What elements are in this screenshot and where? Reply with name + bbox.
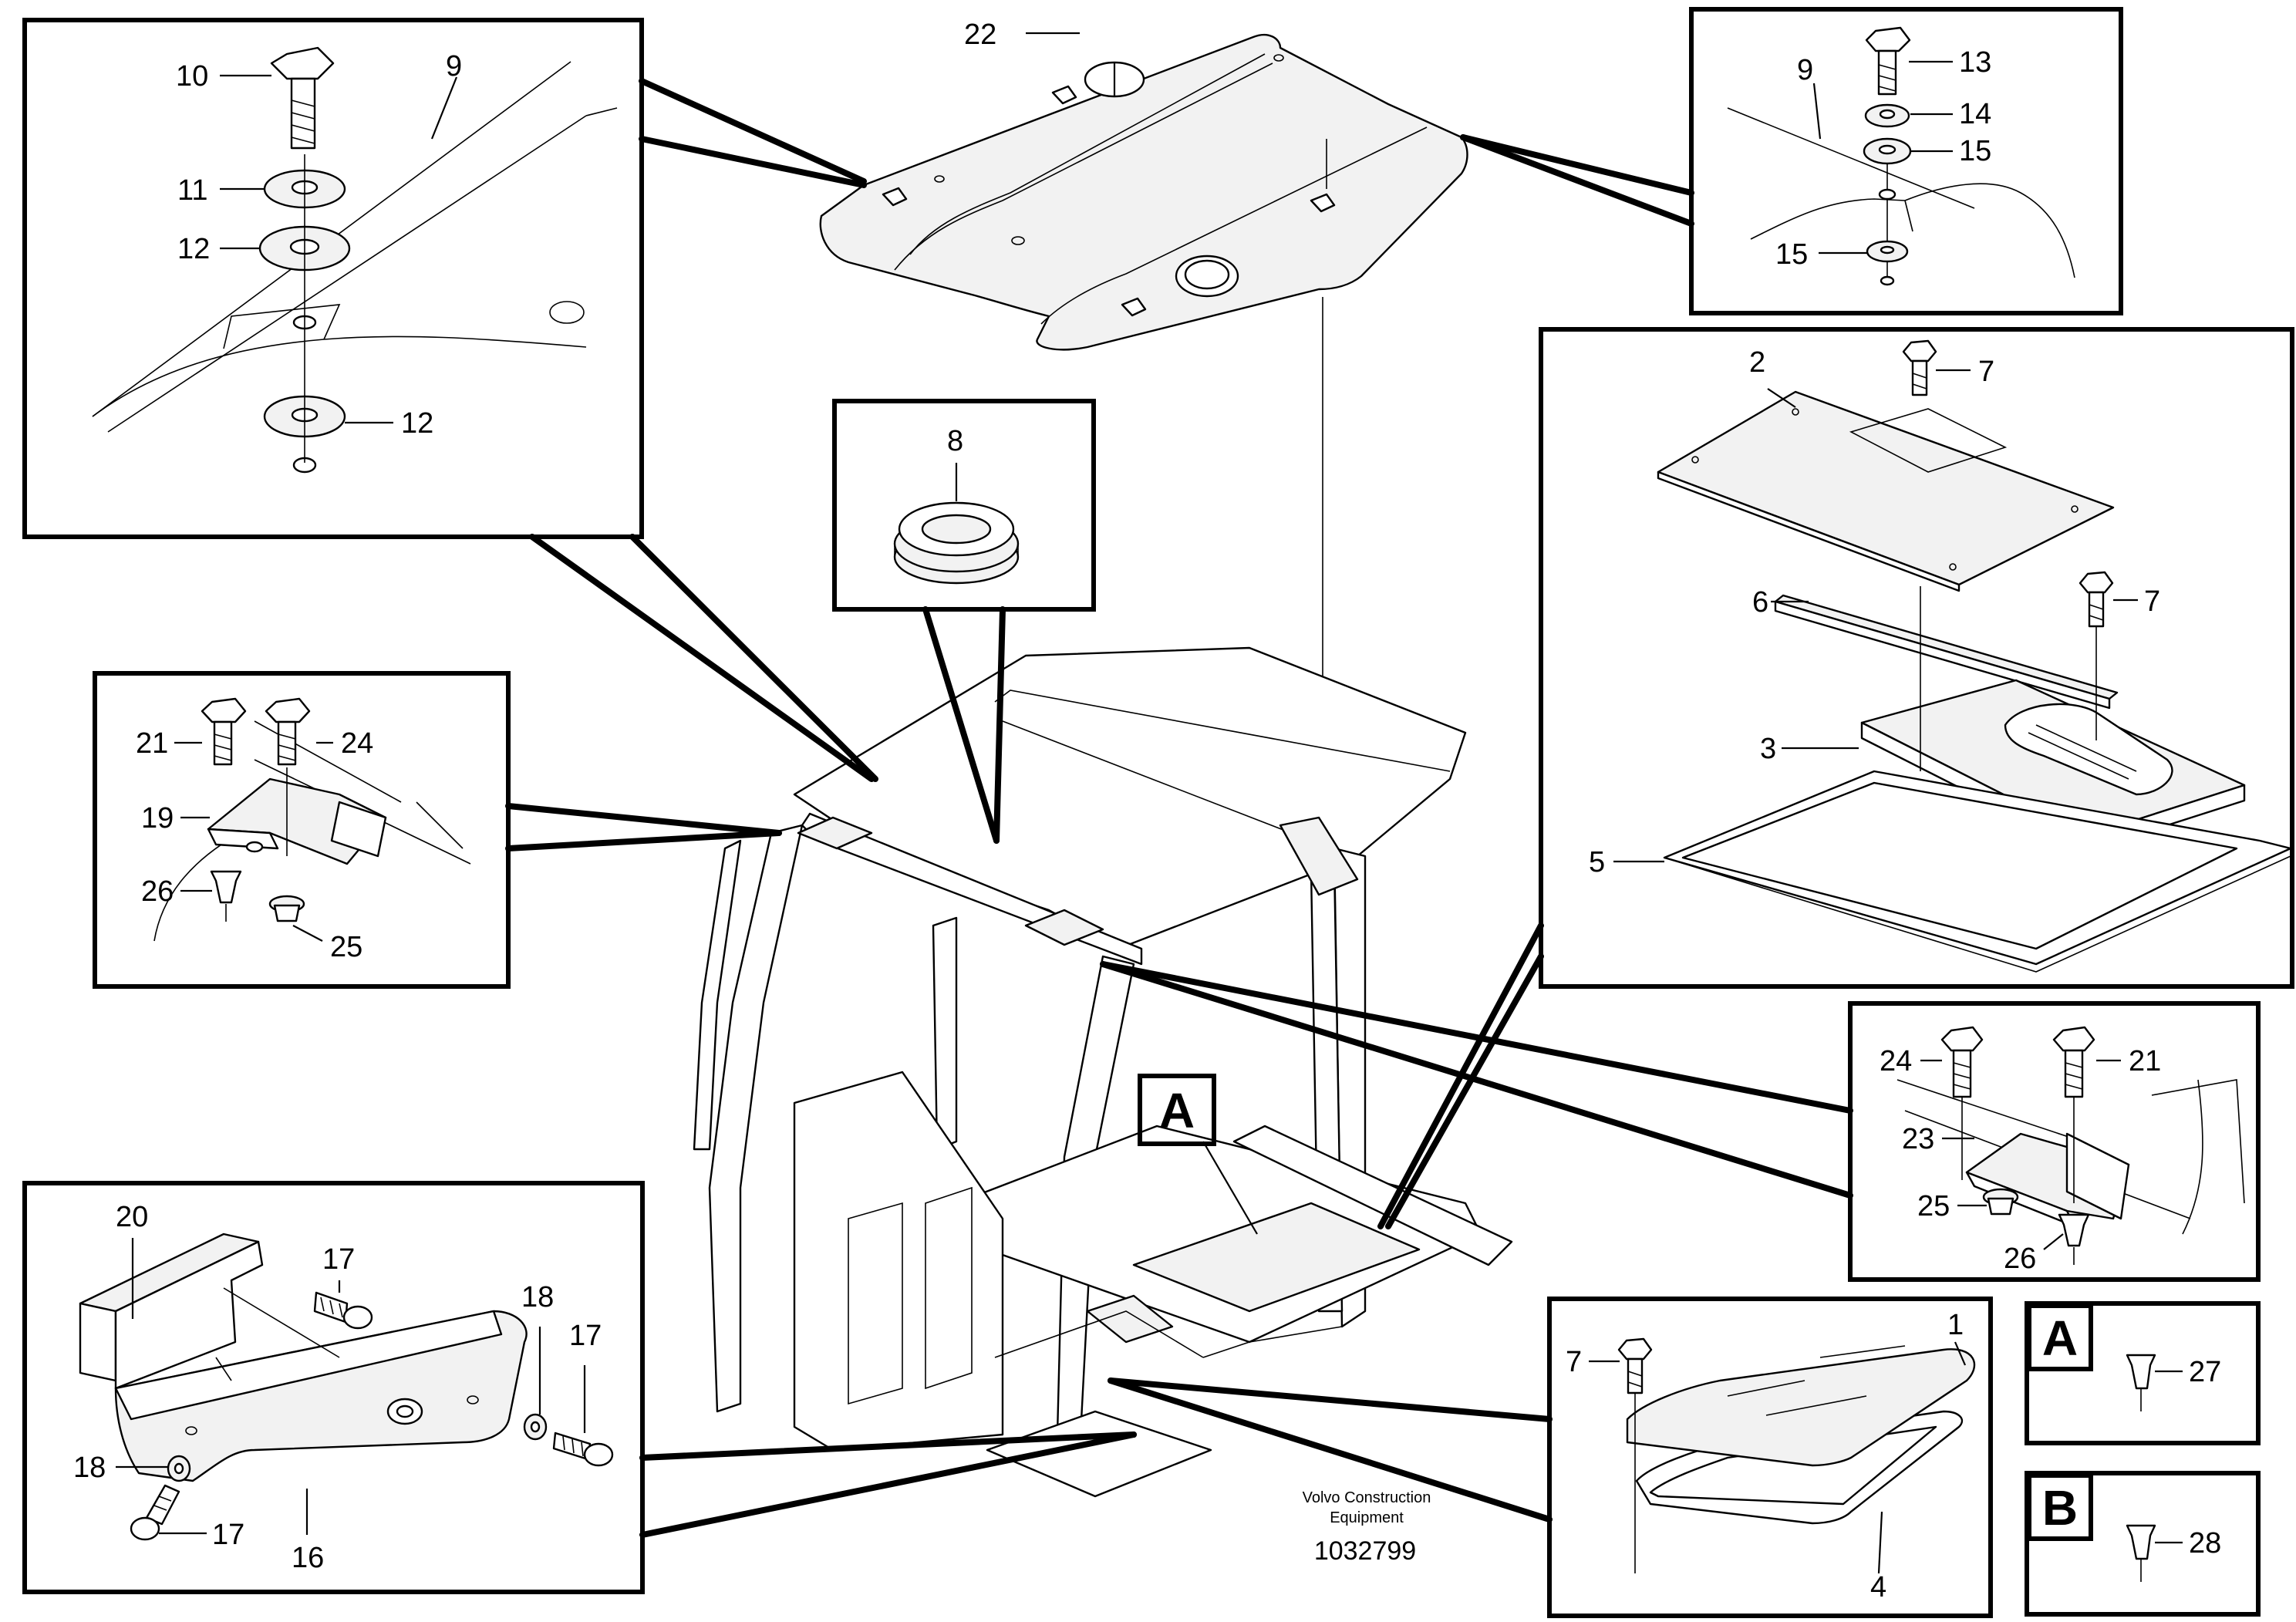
part-number-23: 23 xyxy=(1902,1123,1934,1155)
part-number-8: 8 xyxy=(947,425,963,457)
part-number-12: 12 xyxy=(177,233,210,265)
part-number-5: 5 xyxy=(1589,846,1605,878)
part-number-3: 3 xyxy=(1760,733,1776,765)
part-number-9: 9 xyxy=(1797,54,1813,86)
detail-box-step-bracket xyxy=(22,1181,645,1594)
part-number-6: 6 xyxy=(1752,586,1768,619)
part-number-17: 17 xyxy=(569,1320,602,1352)
detail-box-floor-panel xyxy=(1547,1297,1993,1618)
detail-box-b xyxy=(2025,1471,2261,1617)
part-number-1: 1 xyxy=(1947,1309,1964,1341)
part-number-26: 26 xyxy=(141,875,174,908)
part-number-4: 4 xyxy=(1870,1571,1886,1603)
part-number-18: 18 xyxy=(73,1452,106,1484)
part-number-7: 7 xyxy=(1978,356,1994,388)
footer-drawing-number: 1032799 xyxy=(1314,1536,1416,1566)
marker-a-box: A xyxy=(1138,1074,1258,1235)
part-number-21: 21 xyxy=(2129,1045,2161,1077)
part-number-13: 13 xyxy=(1959,46,1991,79)
part-number-2: 2 xyxy=(1749,346,1765,379)
part-number-7: 7 xyxy=(2144,585,2160,618)
roof-panel xyxy=(819,32,1468,783)
part-number-15: 15 xyxy=(1959,135,1991,167)
part-number-15: 15 xyxy=(1775,238,1808,271)
part-number-7: 7 xyxy=(1566,1346,1582,1378)
part-number-21: 21 xyxy=(136,727,168,760)
detail-box-grommet xyxy=(832,399,1096,612)
detail-box-hatch-assembly xyxy=(1539,327,2294,989)
callout-lines xyxy=(505,78,1853,1538)
detail-box-roof-washers xyxy=(1689,7,2123,315)
part-number-22: 22 xyxy=(964,19,996,51)
detail-box-roof-bolt xyxy=(22,18,644,539)
part-number-labels: 10 9 11 12 12 22 13 9 14 15 15 2 7 6 7 3… xyxy=(73,19,2221,1603)
part-number-27: 27 xyxy=(2189,1356,2221,1388)
part-number-20: 20 xyxy=(116,1201,148,1233)
detail-box-a xyxy=(2025,1301,2261,1445)
part-number-25: 25 xyxy=(1917,1190,1950,1222)
marker-a-detail-label: A xyxy=(2042,1310,2078,1366)
part-number-25: 25 xyxy=(330,931,362,963)
footer-company-line1: Volvo Construction xyxy=(1303,1489,1431,1506)
footer-credit: Volvo Construction Equipment 1032799 xyxy=(1303,1489,1431,1566)
marker-a-label: A xyxy=(1159,1083,1195,1138)
part-number-10: 10 xyxy=(176,60,208,93)
part-number-24: 24 xyxy=(1880,1045,1912,1077)
part-number-24: 24 xyxy=(341,727,373,760)
detail-box-bracket-19 xyxy=(93,671,511,989)
part-number-18: 18 xyxy=(521,1281,554,1313)
part-number-26: 26 xyxy=(2004,1243,2036,1275)
part-number-19: 19 xyxy=(141,802,174,835)
marker-b-detail-label: B xyxy=(2042,1480,2078,1536)
part-number-16: 16 xyxy=(292,1542,324,1574)
part-number-17: 17 xyxy=(322,1243,355,1276)
part-number-12: 12 xyxy=(401,407,433,440)
cab-frame xyxy=(693,646,1513,1498)
part-number-9: 9 xyxy=(446,50,462,83)
part-number-17: 17 xyxy=(212,1519,244,1551)
part-number-11: 11 xyxy=(177,174,207,207)
detail-box-bracket-23 xyxy=(1848,1001,2261,1282)
part-number-14: 14 xyxy=(1959,98,1991,130)
part-number-28: 28 xyxy=(2189,1527,2221,1560)
footer-company-line2: Equipment xyxy=(1330,1509,1404,1526)
